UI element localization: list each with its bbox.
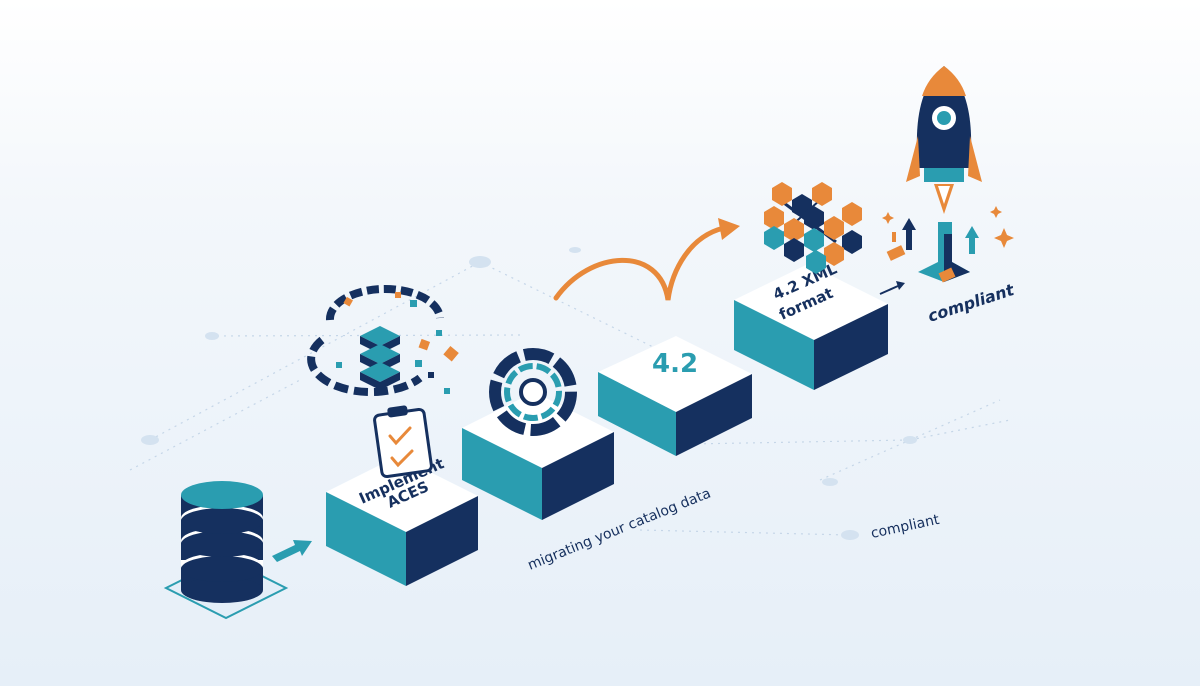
rocket-icon xyxy=(906,66,982,214)
floor-compliant-label: compliant xyxy=(870,512,942,542)
step-4-2: 4.2 xyxy=(598,336,752,456)
hexagon-network-icon xyxy=(764,182,862,274)
gear-icon xyxy=(489,348,577,436)
clipboard-checklist-icon xyxy=(373,405,433,479)
step-migrating-catalog-data xyxy=(462,392,614,520)
step-4-2-xml-format: 4.2 XML format xyxy=(734,259,888,390)
upward-arrows-icon xyxy=(882,206,1014,283)
background-guide-dots xyxy=(141,247,917,540)
step-4-2-label: 4.2 xyxy=(652,349,698,379)
step-implement-aces: Implement ACES xyxy=(326,454,478,586)
to-final-arrow-icon xyxy=(879,281,905,295)
final-compliant-label: compliant xyxy=(925,280,1017,326)
curved-arrow-icon xyxy=(553,218,740,301)
data-sync-icon xyxy=(307,285,459,397)
database-to-step-arrow-icon xyxy=(272,540,312,562)
database-icon xyxy=(163,481,289,620)
